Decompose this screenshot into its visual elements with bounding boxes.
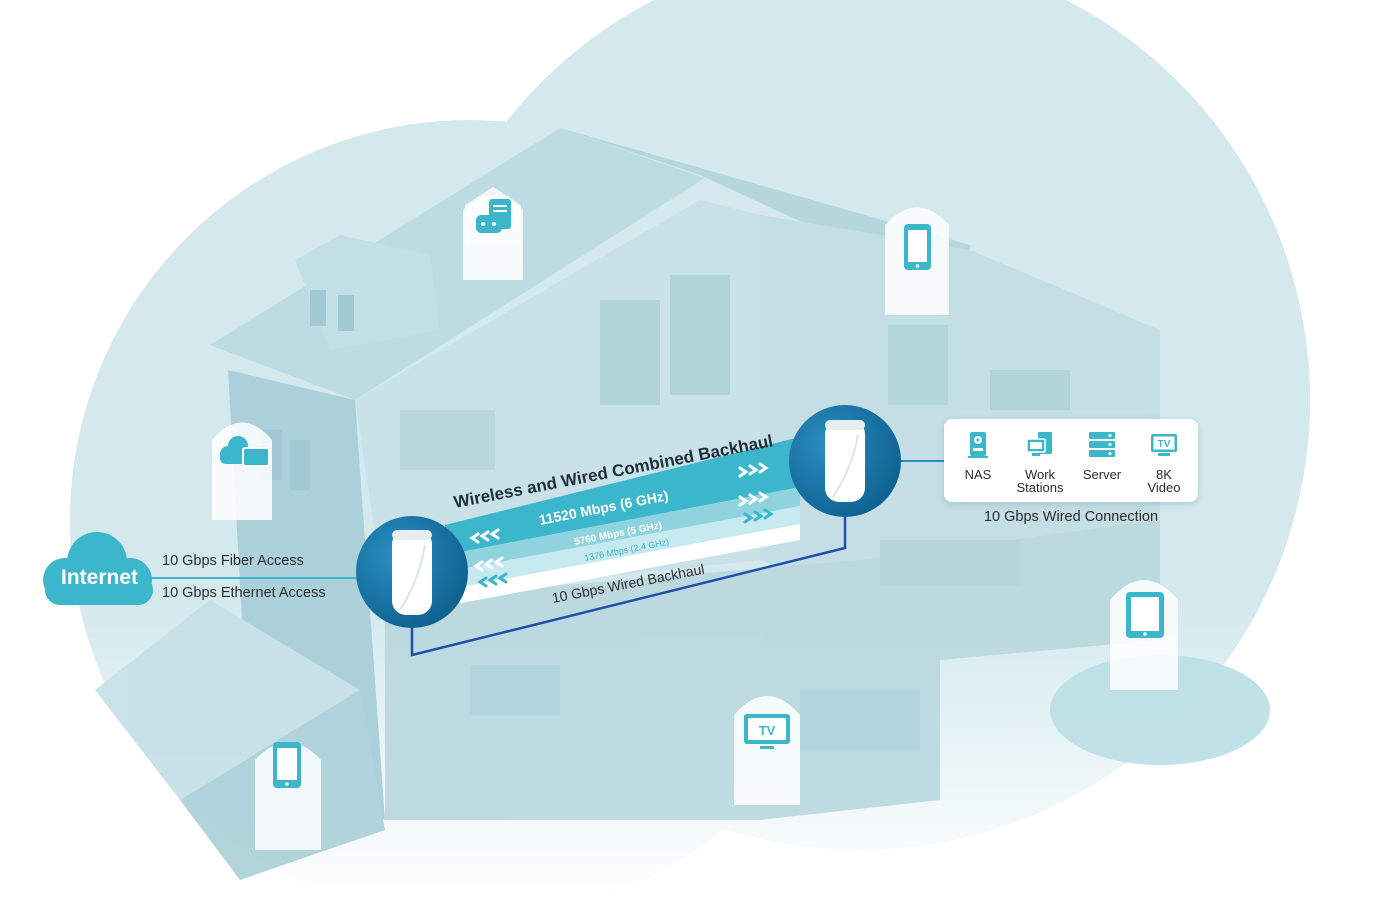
device-workstation: Work Stations <box>1010 431 1070 494</box>
phone-icon <box>904 224 931 270</box>
band-5ghz <box>445 487 800 572</box>
tv-tag: TV <box>759 723 776 738</box>
badge-tablet <box>1110 580 1178 690</box>
band-24ghz <box>445 506 800 590</box>
server-icon <box>1089 432 1115 457</box>
router-left <box>356 516 468 628</box>
device-label: Server <box>1082 467 1122 482</box>
band-wired <box>445 524 800 606</box>
wired-backhaul-line <box>410 508 847 657</box>
badge-tv: TV <box>734 696 800 805</box>
wired-connection-label: 10 Gbps Wired Connection <box>983 509 1159 525</box>
tablet-icon <box>1126 592 1164 638</box>
fiber-access-label: 10 Gbps Fiber Access <box>162 553 304 569</box>
device-nas: NAS <box>948 431 1008 481</box>
internet-label: Internet <box>60 566 138 589</box>
device-server: Server <box>1072 431 1132 481</box>
device-label: Work Stations <box>1016 467 1064 495</box>
band-6ghz <box>445 437 800 555</box>
tv-icon: TV <box>744 714 790 749</box>
svg-text:TV: TV <box>1158 439 1171 450</box>
nas-icon <box>968 432 988 458</box>
device-label: NAS <box>964 467 992 482</box>
router-right <box>789 405 901 517</box>
ethernet-access-label: 10 Gbps Ethernet Access <box>162 585 326 601</box>
phone-icon <box>273 742 301 788</box>
backhaul-bands <box>445 437 800 606</box>
badge-phone-garage <box>255 742 321 850</box>
gamepad-icon <box>476 199 511 233</box>
direction-arrows-blue <box>477 508 774 588</box>
device-8k-video: TV 8K Video <box>1134 431 1194 494</box>
direction-arrows <box>469 462 769 572</box>
workstation-icon <box>1026 432 1052 456</box>
badge-game <box>463 187 523 280</box>
cloud-folder-icon <box>220 436 270 467</box>
device-label: 8K Video <box>1147 467 1181 495</box>
badge-cloud <box>212 422 272 520</box>
internet-cloud-icon <box>43 532 153 605</box>
badge-phone-top <box>885 207 949 315</box>
tv-icon: TV <box>1151 434 1177 456</box>
wired-devices-card: NAS Work Stations Server TV 8K Video <box>944 419 1198 502</box>
